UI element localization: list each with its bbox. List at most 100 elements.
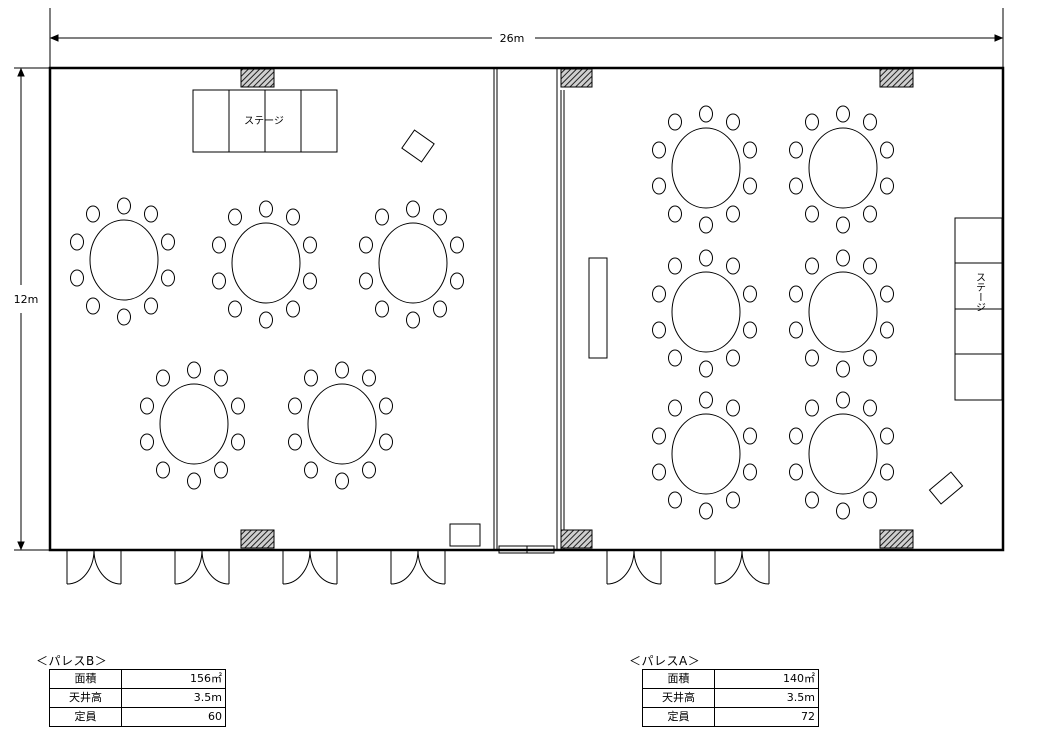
spec-label: 定員	[642, 707, 715, 727]
chair	[117, 308, 131, 326]
chair	[726, 491, 740, 509]
chair	[836, 360, 850, 378]
chair	[335, 361, 349, 379]
double-door	[66, 549, 122, 585]
round-table-set	[789, 105, 894, 234]
chair	[880, 141, 894, 159]
chair	[789, 177, 803, 195]
chair	[359, 236, 373, 254]
chair	[836, 216, 850, 234]
chair	[880, 177, 894, 195]
chair	[144, 205, 158, 223]
double-door	[606, 549, 662, 585]
chair	[379, 397, 393, 415]
chair	[231, 433, 245, 451]
chair	[362, 369, 376, 387]
side-table	[588, 257, 608, 359]
round-table	[671, 127, 741, 209]
chair	[375, 208, 389, 226]
chair	[726, 349, 740, 367]
double-door	[390, 549, 446, 585]
chair	[214, 369, 228, 387]
chair	[789, 427, 803, 445]
chair	[70, 233, 84, 251]
chair	[86, 297, 100, 315]
spec-label: 天井高	[642, 688, 715, 708]
chair	[161, 233, 175, 251]
chair	[286, 208, 300, 226]
chair	[880, 321, 894, 339]
chair	[187, 472, 201, 490]
round-table	[307, 383, 377, 465]
chair	[304, 369, 318, 387]
chair	[652, 141, 666, 159]
chair	[156, 369, 170, 387]
chair	[652, 463, 666, 481]
chair	[863, 491, 877, 509]
chair	[668, 205, 682, 223]
chair	[743, 427, 757, 445]
round-table-set	[70, 197, 175, 326]
chair	[699, 216, 713, 234]
chair	[161, 269, 175, 287]
chair	[156, 461, 170, 479]
pillar	[879, 529, 914, 549]
chair	[726, 399, 740, 417]
chair	[450, 272, 464, 290]
chair	[668, 257, 682, 275]
round-table-set	[212, 200, 317, 329]
chair	[863, 399, 877, 417]
chair	[231, 397, 245, 415]
chair	[743, 177, 757, 195]
chair	[335, 472, 349, 490]
spec-table-a-grid: 面積 140㎡ 天井高 3.5m 定員 72	[642, 669, 819, 727]
table-row: 面積 156㎡	[49, 669, 226, 689]
chair	[743, 141, 757, 159]
round-table-set	[652, 105, 757, 234]
chair	[743, 463, 757, 481]
chair	[880, 285, 894, 303]
round-tables	[70, 105, 894, 520]
cabinet	[449, 523, 481, 547]
round-table-set	[652, 249, 757, 378]
chair	[288, 433, 302, 451]
chair	[303, 236, 317, 254]
chair	[880, 463, 894, 481]
chair	[743, 321, 757, 339]
spec-value: 3.5m	[121, 688, 226, 708]
chair	[433, 300, 447, 318]
chair	[789, 463, 803, 481]
spec-table-a: ＜パレスA＞ 面積 140㎡ 天井高 3.5m 定員 72	[629, 654, 819, 727]
chair	[789, 285, 803, 303]
chair	[880, 427, 894, 445]
chair	[450, 236, 464, 254]
chair	[836, 502, 850, 520]
chair	[863, 113, 877, 131]
chair	[140, 433, 154, 451]
chair	[699, 391, 713, 409]
chair	[259, 311, 273, 329]
round-table	[89, 219, 159, 301]
pillar	[240, 529, 275, 549]
stage-a-label: ステージ	[974, 272, 985, 312]
round-table	[159, 383, 229, 465]
chair	[805, 349, 819, 367]
chair	[668, 113, 682, 131]
round-table-set	[789, 391, 894, 520]
pillar	[560, 68, 593, 88]
chair	[375, 300, 389, 318]
spec-label: 定員	[49, 707, 122, 727]
chair	[359, 272, 373, 290]
chair	[726, 205, 740, 223]
stage-b-label: ステージ	[244, 116, 284, 127]
double-door	[174, 549, 230, 585]
pillar	[240, 68, 275, 88]
round-table-set	[652, 391, 757, 520]
chair	[805, 399, 819, 417]
height-label: 12m	[14, 293, 39, 306]
chair	[379, 433, 393, 451]
spec-table-b: ＜パレスB＞ 面積 156㎡ 天井高 3.5m 定員 60	[36, 654, 226, 727]
chair	[743, 285, 757, 303]
podium	[928, 471, 964, 505]
chair	[668, 491, 682, 509]
